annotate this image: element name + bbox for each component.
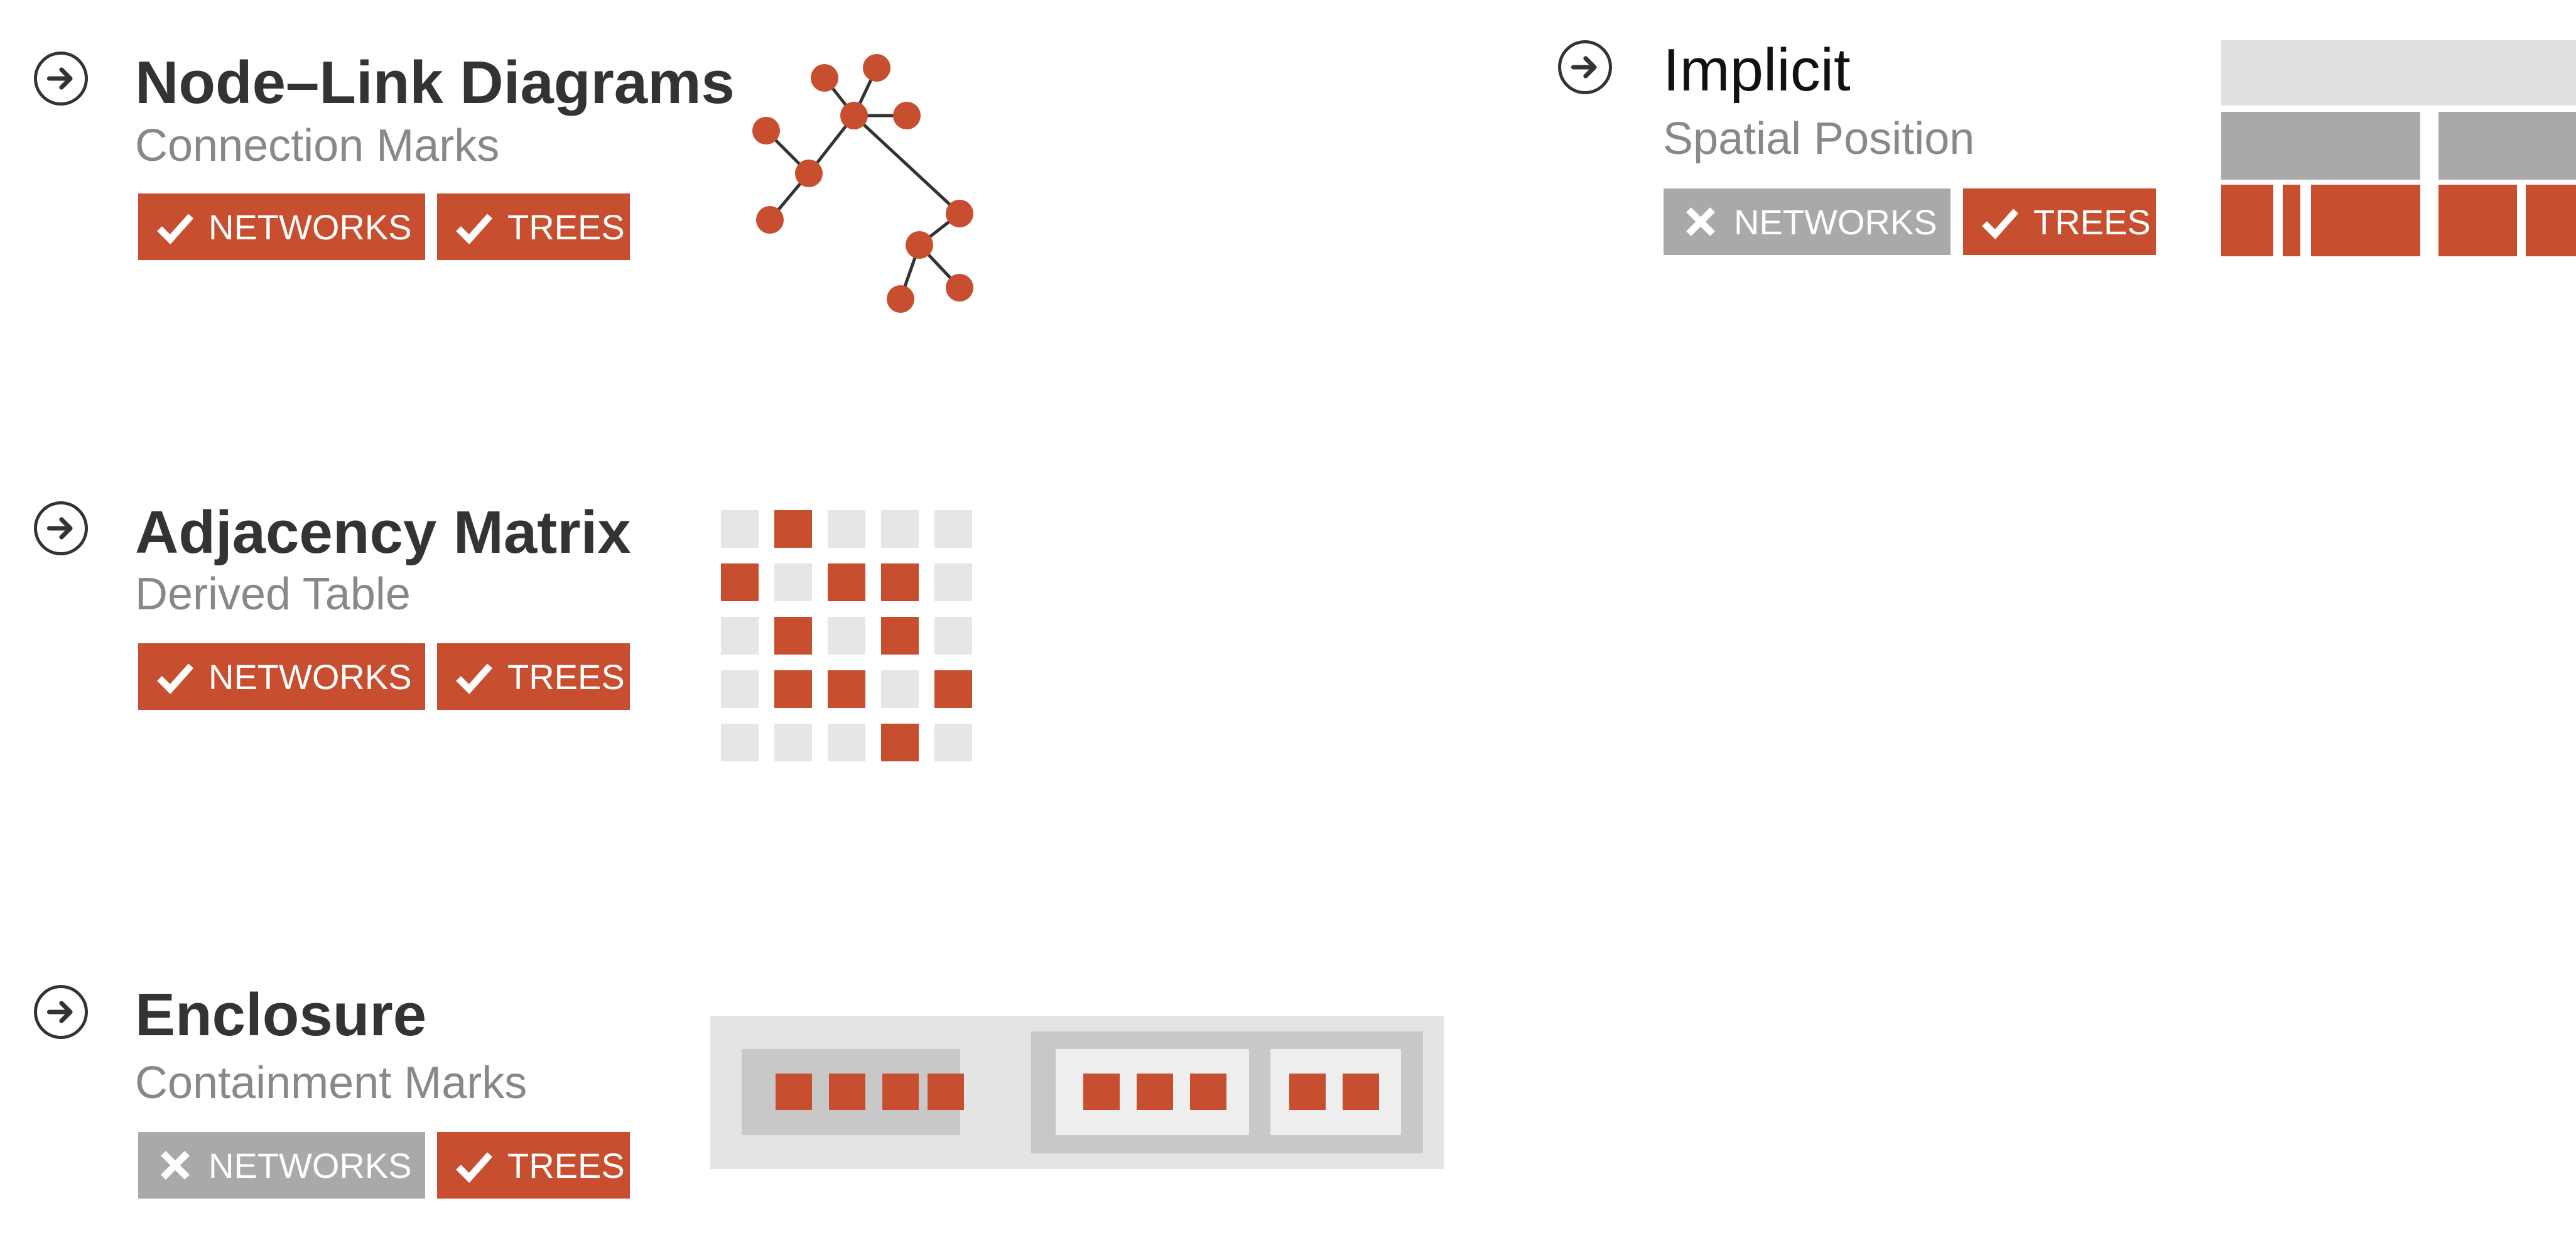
badge-label: TREES: [507, 207, 625, 247]
section-title-enclosure: Enclosure: [135, 981, 427, 1048]
check-icon: [153, 205, 197, 249]
badge-trees: TREES: [1963, 188, 2156, 255]
matrix-cell-empty: [934, 510, 972, 548]
badge-networks: NETWORKS: [138, 643, 425, 710]
matrix-cell-empty: [774, 724, 812, 761]
check-icon: [153, 655, 197, 699]
section-subtitle-enclosure: Containment Marks: [135, 1058, 528, 1108]
section-title-implicit: Implicit: [1663, 36, 1851, 104]
matrix-cell-empty: [721, 724, 759, 761]
matrix-cell-empty: [721, 670, 759, 708]
matrix-cell-empty: [934, 724, 972, 761]
section-title-node-link: Node–Link Diagrams: [135, 49, 735, 116]
arrow-circle-icon: [34, 985, 88, 1039]
matrix-cell-empty: [774, 563, 812, 601]
badge-networks: NETWORKS: [138, 1132, 425, 1199]
x-icon: [153, 1143, 197, 1187]
matrix-cell-empty: [881, 510, 919, 548]
matrix-cell-filled: [721, 563, 759, 601]
matrix-cell-empty: [721, 617, 759, 655]
matrix-cell-filled: [774, 617, 812, 655]
matrix-cell-filled: [774, 670, 812, 708]
matrix-cell-filled: [881, 724, 919, 761]
x-icon: [1679, 200, 1723, 244]
badge-networks: NETWORKS: [138, 193, 425, 260]
badge-label: NETWORKS: [208, 1145, 412, 1185]
badge-label: TREES: [2033, 202, 2151, 242]
arrow-circle-icon: [34, 52, 88, 106]
implicit-icicle-glyph: [2221, 40, 2576, 256]
matrix-cell-filled: [828, 563, 865, 601]
matrix-cell-filled: [881, 617, 919, 655]
badge-trees: TREES: [437, 1132, 630, 1199]
check-icon: [1978, 200, 2022, 244]
arrow-circle-icon: [1558, 40, 1612, 94]
matrix-cell-filled: [934, 670, 972, 708]
check-icon: [452, 655, 496, 699]
matrix-cell-empty: [828, 617, 865, 655]
badge-label: NETWORKS: [208, 656, 412, 697]
matrix-cell-empty: [828, 510, 865, 548]
section-title-adjacency: Adjacency Matrix: [135, 499, 631, 566]
check-icon: [452, 1143, 496, 1187]
badge-label: NETWORKS: [1734, 202, 1937, 242]
badge-networks: NETWORKS: [1664, 188, 1951, 255]
arrow-circle-icon: [34, 501, 88, 555]
section-subtitle-adjacency: Derived Table: [135, 569, 411, 619]
check-icon: [452, 205, 496, 249]
matrix-cell-filled: [828, 670, 865, 708]
section-subtitle-node-link: Connection Marks: [135, 121, 500, 171]
matrix-cell-filled: [774, 510, 812, 548]
badge-label: TREES: [507, 656, 625, 697]
section-subtitle-implicit: Spatial Position: [1663, 114, 1975, 164]
badge-label: TREES: [507, 1145, 625, 1185]
enclosure-glyph: [710, 1016, 1444, 1169]
matrix-cell-empty: [828, 724, 865, 761]
badge-trees: TREES: [437, 193, 630, 260]
adjacency-matrix-glyph: [721, 510, 972, 768]
matrix-cell-empty: [934, 617, 972, 655]
matrix-cell-filled: [881, 563, 919, 601]
matrix-cell-empty: [881, 670, 919, 708]
badge-label: NETWORKS: [208, 207, 412, 247]
matrix-cell-empty: [721, 510, 759, 548]
node-link-glyph: [741, 50, 992, 320]
badge-trees: TREES: [437, 643, 630, 710]
matrix-cell-empty: [934, 563, 972, 601]
